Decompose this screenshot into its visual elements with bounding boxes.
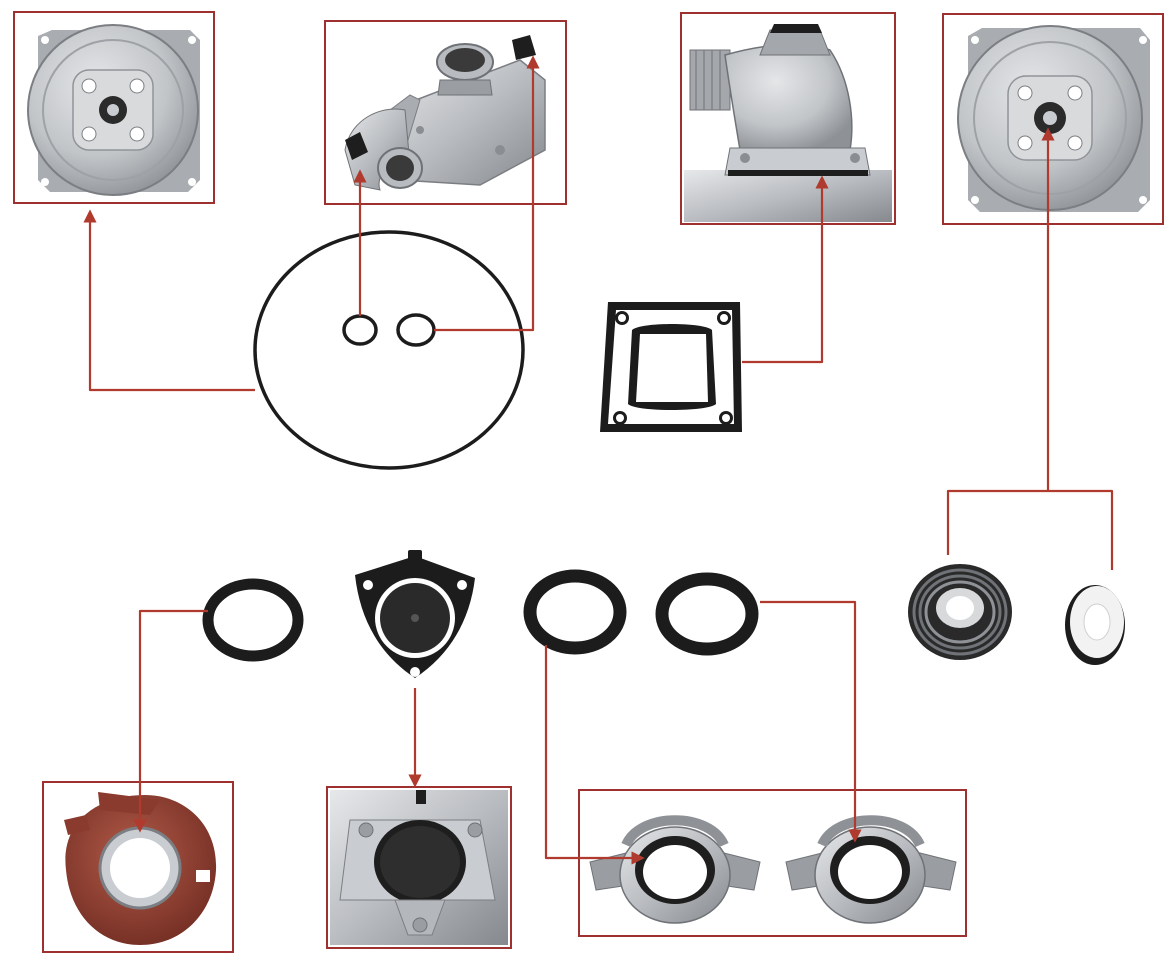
photo-frame-backplate xyxy=(13,11,215,204)
spring-seal-icon xyxy=(908,564,1012,660)
square-gasket-icon xyxy=(600,302,742,432)
flat-washer-icon xyxy=(523,569,759,656)
leader-seal-o-ring-to-impeller xyxy=(133,609,208,833)
coupling-nut-left xyxy=(589,815,761,924)
outlet-elbow-icon xyxy=(684,24,892,222)
o-ring-icon xyxy=(253,230,525,470)
seal-o-ring xyxy=(202,578,304,662)
port-gasket-left xyxy=(523,569,627,655)
photo-frame-outlet-elbow xyxy=(680,12,896,225)
impeller-icon xyxy=(64,792,217,945)
rubber-flap-icon xyxy=(355,550,475,678)
photo-frame-impeller xyxy=(42,781,234,953)
seal-plate-icon xyxy=(957,25,1150,212)
coupling-nut-right xyxy=(785,815,957,924)
photo-frame-coupling-nuts xyxy=(578,789,967,937)
leader-small-o-ring-right-to-pump-body xyxy=(434,55,540,332)
leader-mechanical-seal-to-seal-plate xyxy=(946,489,1114,570)
backplate-flange-icon xyxy=(27,24,200,196)
photo-frame-seal-plate xyxy=(942,13,1164,225)
coupling-nut-icon xyxy=(589,815,957,924)
leader-large-o-ring-to-backplate xyxy=(83,209,255,392)
photo-frame-pump-body xyxy=(324,20,567,205)
pump-volute-icon xyxy=(344,35,546,191)
small-o-ring-left xyxy=(342,314,378,346)
leader-port-gasket-right-to-coupling-nut xyxy=(760,600,862,843)
large-o-ring xyxy=(253,230,525,470)
inlet-port-icon xyxy=(330,790,508,945)
leader-square-gasket-to-outlet-elbow xyxy=(742,175,829,364)
ceramic-seat-icon xyxy=(1065,585,1125,665)
small-o-ring-right xyxy=(396,313,436,347)
port-gasket-right xyxy=(655,572,759,656)
leader-port-gasket-left-to-coupling-nut xyxy=(544,645,645,865)
